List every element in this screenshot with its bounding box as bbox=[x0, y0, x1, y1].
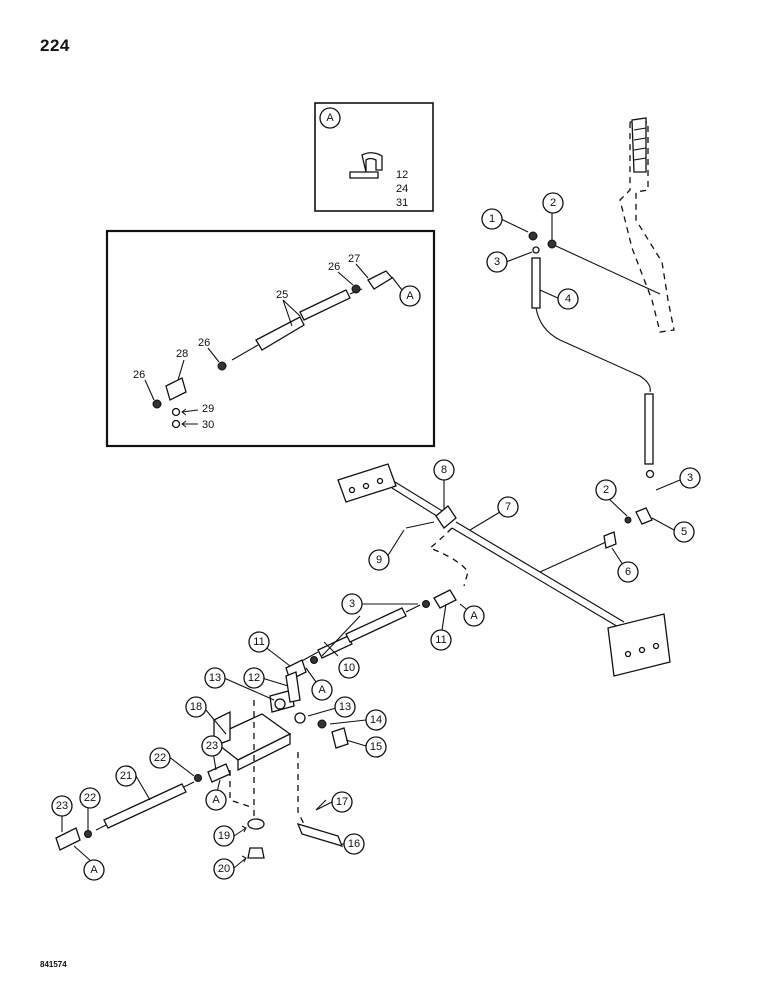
svg-text:A: A bbox=[90, 864, 98, 876]
callout-a-middle: A bbox=[311, 679, 333, 701]
svg-text:17: 17 bbox=[336, 796, 348, 808]
svg-text:20: 20 bbox=[218, 863, 230, 875]
inset-rod bbox=[231, 288, 363, 361]
svg-text:8: 8 bbox=[441, 464, 447, 476]
callout-7: 7 bbox=[497, 496, 519, 518]
detail-a-box: A 12 24 31 bbox=[314, 102, 434, 212]
svg-text:2: 2 bbox=[603, 484, 609, 496]
callout-20: 20 bbox=[213, 858, 235, 880]
inset-box: 25 26 26 26 27 A 28 29 30 bbox=[105, 229, 436, 448]
inset-label-27: 27 bbox=[348, 253, 360, 265]
hand-lever-outline bbox=[619, 117, 675, 333]
svg-text:23: 23 bbox=[206, 740, 218, 752]
callout-21: 21 bbox=[115, 765, 137, 787]
svg-text:A: A bbox=[406, 290, 414, 302]
callout-22-upper: 22 bbox=[149, 747, 171, 769]
inset-label-28: 28 bbox=[176, 348, 188, 360]
callout-18: 18 bbox=[185, 696, 207, 718]
callout-2-upper: 2 bbox=[542, 192, 564, 214]
detail-a-part-31: 31 bbox=[396, 197, 408, 209]
svg-text:21: 21 bbox=[120, 770, 132, 782]
svg-text:19: 19 bbox=[218, 830, 230, 842]
callout-14: 14 bbox=[365, 709, 387, 731]
callout-12: 12 bbox=[243, 667, 265, 689]
svg-text:5: 5 bbox=[681, 526, 687, 538]
lower-left-rod bbox=[55, 763, 231, 851]
callout-3-lower: 3 bbox=[341, 593, 363, 615]
svg-text:3: 3 bbox=[494, 256, 500, 268]
svg-text:22: 22 bbox=[154, 752, 166, 764]
callout-9: 9 bbox=[368, 549, 390, 571]
callout-22-lower: 22 bbox=[79, 787, 101, 809]
inset-callout-a: A bbox=[399, 285, 421, 307]
svg-text:22: 22 bbox=[84, 792, 96, 804]
callout-1: 1 bbox=[481, 208, 503, 230]
callout-2-right: 2 bbox=[595, 479, 617, 501]
callout-5: 5 bbox=[673, 521, 695, 543]
callout-13-left: 13 bbox=[204, 667, 226, 689]
page-number: 224 bbox=[40, 36, 70, 55]
callout-a-left: A bbox=[83, 859, 105, 881]
detail-a-part-24: 24 bbox=[396, 183, 408, 195]
leader-lines bbox=[61, 212, 681, 869]
svg-text:1: 1 bbox=[489, 213, 495, 225]
svg-text:14: 14 bbox=[370, 714, 382, 726]
callout-11-left: 11 bbox=[248, 631, 270, 653]
inset-label-26a: 26 bbox=[328, 261, 340, 273]
figure-code: 841574 bbox=[40, 960, 67, 969]
svg-text:13: 13 bbox=[339, 701, 351, 713]
callout-3-right: 3 bbox=[679, 467, 701, 489]
svg-text:A: A bbox=[318, 684, 326, 696]
callout-16: 16 bbox=[343, 833, 365, 855]
callout-6: 6 bbox=[617, 561, 639, 583]
svg-text:A: A bbox=[470, 610, 478, 622]
svg-text:13: 13 bbox=[209, 672, 221, 684]
svg-text:10: 10 bbox=[343, 662, 355, 674]
svg-text:11: 11 bbox=[253, 636, 264, 648]
cross-shaft bbox=[337, 463, 671, 677]
svg-text:A: A bbox=[326, 112, 334, 124]
svg-text:15: 15 bbox=[370, 741, 382, 753]
svg-text:16: 16 bbox=[348, 838, 360, 850]
svg-text:18: 18 bbox=[190, 701, 202, 713]
callout-23-upper: 23 bbox=[201, 735, 223, 757]
callout-10: 10 bbox=[338, 657, 360, 679]
upper-linkage bbox=[528, 231, 661, 479]
control-rod bbox=[285, 589, 457, 681]
detail-a-part-12: 12 bbox=[396, 169, 408, 181]
detail-a-marker: A bbox=[319, 107, 341, 129]
callout-11-right: 11 bbox=[430, 629, 452, 651]
callout-23-lower: 23 bbox=[51, 795, 73, 817]
callout-15: 15 bbox=[365, 736, 387, 758]
svg-text:3: 3 bbox=[349, 598, 355, 610]
svg-text:2: 2 bbox=[550, 197, 556, 209]
svg-text:12: 12 bbox=[248, 672, 260, 684]
callout-19: 19 bbox=[213, 825, 235, 847]
inset-label-25: 25 bbox=[276, 289, 288, 301]
svg-text:A: A bbox=[212, 794, 220, 806]
callout-3-upper: 3 bbox=[486, 251, 508, 273]
callout-a-lower: A bbox=[205, 789, 227, 811]
svg-text:3: 3 bbox=[687, 472, 693, 484]
svg-text:7: 7 bbox=[505, 501, 511, 513]
svg-text:23: 23 bbox=[56, 800, 68, 812]
callout-a-right: A bbox=[463, 605, 485, 627]
callout-13-right: 13 bbox=[334, 696, 356, 718]
inset-label-26b: 26 bbox=[198, 337, 210, 349]
callout-8: 8 bbox=[433, 459, 455, 481]
svg-text:11: 11 bbox=[435, 634, 446, 646]
callout-17: 17 bbox=[331, 791, 353, 813]
svg-text:6: 6 bbox=[625, 566, 631, 578]
svg-text:4: 4 bbox=[565, 293, 571, 305]
inset-label-30: 30 bbox=[202, 419, 214, 431]
lower-assembly bbox=[208, 671, 349, 859]
svg-text:9: 9 bbox=[376, 554, 382, 566]
inset-label-29: 29 bbox=[202, 403, 214, 415]
callout-4: 4 bbox=[557, 288, 579, 310]
clip-part-illustration bbox=[349, 152, 383, 179]
inset-label-26c: 26 bbox=[133, 369, 145, 381]
